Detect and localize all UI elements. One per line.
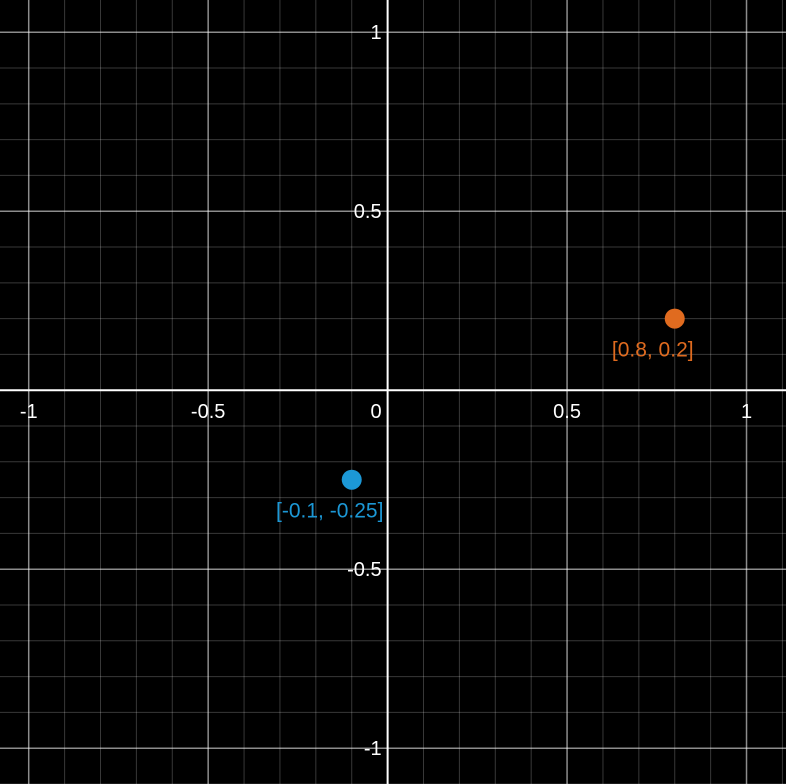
tick-labels: 0 -1 -0.5 0.5 1 1 0.5 -0.5 -1 <box>20 22 752 760</box>
y-tick-label: 1 <box>370 22 381 44</box>
origin-tick-label: 0 <box>370 401 381 423</box>
x-tick-label: -1 <box>20 401 38 423</box>
y-tick-label: -0.5 <box>347 559 381 581</box>
y-tick-label: 0.5 <box>354 201 382 223</box>
x-tick-label: -0.5 <box>191 401 225 423</box>
data-point[interactable] <box>664 308 685 329</box>
y-tick-label: -1 <box>364 738 382 760</box>
point-coordinate-label: [0.8, 0.2] <box>612 339 694 362</box>
x-tick-label: 0.5 <box>553 401 581 423</box>
data-points: [0.8, 0.2] [-0.1, -0.25] <box>276 308 694 523</box>
data-point[interactable] <box>341 469 362 490</box>
x-tick-label: 1 <box>741 401 752 423</box>
point-coordinate-label: [-0.1, -0.25] <box>276 500 383 523</box>
